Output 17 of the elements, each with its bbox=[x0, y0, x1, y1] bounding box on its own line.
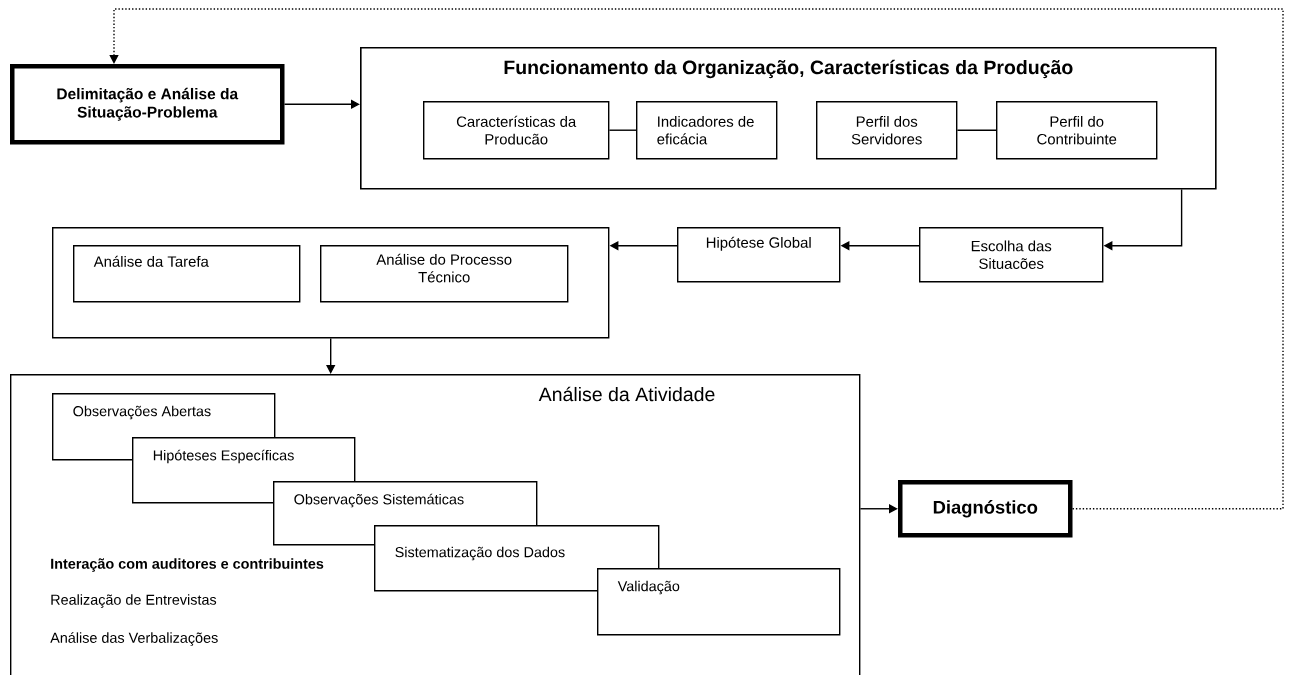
process-box: Indicadores de eficácia bbox=[636, 101, 778, 160]
note-text: Realização de Entrevistas bbox=[51, 594, 217, 608]
process-box: Diagnóstico bbox=[898, 480, 1073, 538]
arrow bbox=[283, 99, 360, 109]
process-box: Delimitação e Análise da Situação-Problema bbox=[10, 64, 285, 145]
process-box: Análise da Tarefa bbox=[73, 245, 301, 303]
step-box: Validação bbox=[597, 568, 841, 636]
note-text: Análise das Verbalizações bbox=[50, 632, 218, 646]
arrow bbox=[326, 337, 336, 374]
note-text: Interação com auditores e contribuintes bbox=[51, 558, 324, 572]
process-box: Escolha das Situacões bbox=[919, 227, 1104, 283]
process-box: Hipótese Global bbox=[677, 227, 841, 283]
process-box: Análise do Processo Técnico bbox=[320, 245, 569, 303]
arrow bbox=[109, 8, 1284, 510]
process-box: Características da Producão bbox=[423, 101, 610, 160]
process-box: Perfil dos Servidores bbox=[816, 101, 958, 160]
process-box: Perfil do Contribuinte bbox=[996, 101, 1158, 160]
